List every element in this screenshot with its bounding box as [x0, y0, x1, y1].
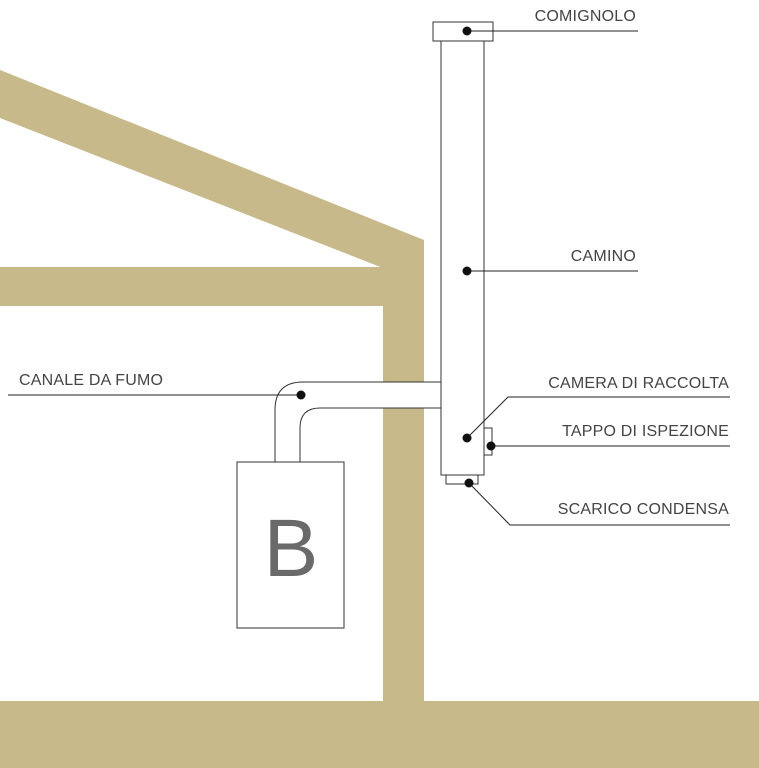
label-scarico-condensa: SCARICO CONDENSA [558, 501, 729, 518]
label-camera-di-raccolta: CAMERA DI RACCOLTA [548, 375, 729, 392]
building-structure [0, 70, 759, 768]
condensate-drain [445, 474, 479, 485]
roof-beam [0, 70, 424, 268]
leader-lines [8, 30, 730, 526]
leader-scarico [468, 482, 730, 526]
floor-slab [0, 701, 759, 768]
dot-tappo [486, 441, 496, 451]
label-canale-da-fumo: CANALE DA FUMO [19, 372, 163, 389]
dot-comignolo [462, 26, 472, 36]
interior-wall [383, 267, 424, 707]
labels: COMIGNOLO CAMINO CANALE DA FUMO CAMERA D… [19, 8, 729, 518]
ceiling-slab [0, 267, 424, 306]
dot-camera [462, 433, 472, 443]
boiler-letter: B [264, 503, 319, 594]
leader-camera [466, 396, 730, 439]
boiler: B [236, 461, 345, 629]
inspection-cap [483, 427, 493, 456]
chimney [432, 21, 494, 485]
callout-dots [296, 26, 496, 488]
label-comignolo: COMIGNOLO [535, 8, 636, 25]
dot-camino [462, 266, 472, 276]
boiler-body [236, 461, 345, 629]
dot-scarico [464, 478, 474, 488]
dot-canale [296, 390, 306, 400]
label-tappo-di-ispezione: TAPPO DI ISPEZIONE [562, 423, 729, 440]
label-camino: CAMINO [571, 248, 636, 265]
chimney-shaft [440, 40, 485, 476]
